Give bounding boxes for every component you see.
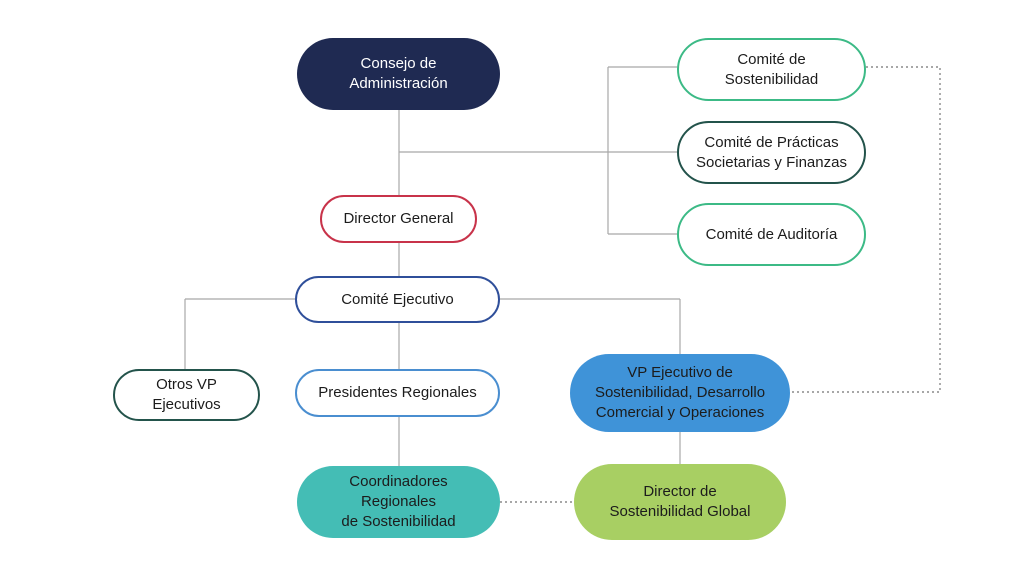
node-label: Director de Sostenibilidad Global — [609, 483, 751, 520]
node-label: Comité Ejecutivo — [341, 290, 454, 308]
node-label: Comité de Sostenibilidad — [724, 50, 819, 88]
node-label: Otros VP Ejecutivos — [152, 376, 221, 413]
node-otros-vp: Otros VP Ejecutivos — [113, 369, 260, 421]
node-comite-ejecutivo: Comité Ejecutivo — [295, 276, 500, 323]
node-label: Consejo de Administración — [349, 55, 448, 92]
dotted-sostenibilidad-vp — [790, 66, 941, 393]
node-comite-practicas: Comité de Prácticas Societarias y Finanz… — [677, 121, 866, 184]
node-director-general: Director General — [320, 195, 477, 243]
node-comite-auditoria: Comité de Auditoría — [677, 203, 866, 266]
node-label: Director General — [343, 210, 454, 227]
node-label: Presidentes Regionales — [318, 384, 477, 401]
node-label: Comité de Auditoría — [705, 225, 838, 243]
node-label: Comité de Prácticas Societarias y Finanz… — [696, 133, 847, 171]
node-presidentes-regionales: Presidentes Regionales — [295, 369, 500, 417]
node-vp-ejecutivo: VP Ejecutivo de Sostenibilidad, Desarrol… — [570, 354, 790, 432]
node-director-sostenibilidad-global: Director de Sostenibilidad Global — [574, 464, 786, 540]
node-label: VP Ejecutivo de Sostenibilidad, Desarrol… — [594, 364, 766, 421]
node-coordinadores-regionales: Coordinadores Regionales de Sostenibilid… — [297, 466, 500, 538]
node-consejo-administracion: Consejo de Administración — [297, 38, 500, 110]
node-comite-sostenibilidad: Comité de Sostenibilidad — [677, 38, 866, 101]
node-label: Coordinadores Regionales de Sostenibilid… — [341, 473, 456, 530]
